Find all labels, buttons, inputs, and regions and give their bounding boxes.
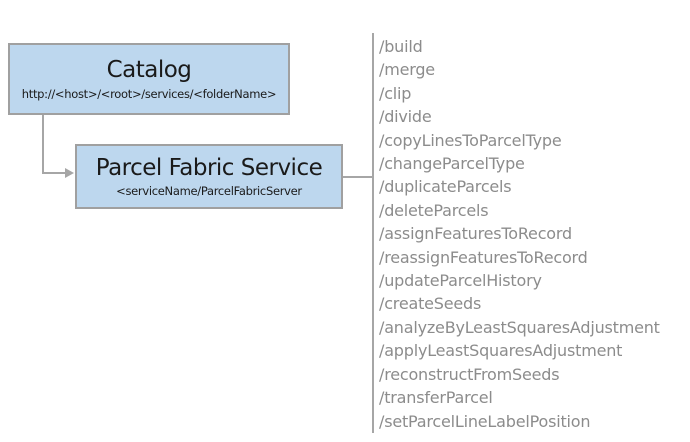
endpoint-item: /build [379,37,423,56]
endpoint-item: /reassignFeaturesToRecord [379,247,588,267]
catalog-connector-horizontal-line [42,172,66,174]
catalog-title: Catalog [106,57,192,84]
endpoint-item: /setParcelLineLabelPosition [379,411,591,431]
endpoints-list: /build/merge/clip/divide/copyLinesToParc… [379,35,684,433]
catalog-node: Catalog http://<host>/<root>/services/<f… [8,43,290,115]
endpoint-item: /clip [379,83,412,103]
connector-arrowhead-icon [65,168,74,178]
endpoint-item: /applyLeastSquaresAdjustment [379,341,623,361]
endpoint-item: /reconstructFromSeeds [379,364,560,384]
endpoint-item: /divide [379,107,432,127]
service-title: Parcel Fabric Service [95,154,323,181]
endpoint-item: /merge [379,60,435,80]
endpoint-item: /transferParcel [379,388,493,408]
parcel-fabric-service-node: Parcel Fabric Service <serviceName/Parce… [75,144,343,209]
endpoint-item: /changeParcelType [379,154,525,174]
catalog-url-pattern: http://<host>/<root>/services/<folderNam… [21,86,277,101]
endpoint-item: /createSeeds [379,294,482,314]
service-url-pattern: <serviceName/ParcelFabricServer [116,184,302,199]
endpoint-item: /deleteParcels [379,200,489,220]
endpoints-divider-line [372,33,374,433]
endpoint-item: /analyzeByLeastSquaresAdjustment [379,317,660,337]
endpoint-item: /duplicateParcels [379,177,512,197]
endpoint-item: /updateParcelHistory [379,271,542,291]
catalog-connector-vertical-line [42,115,44,174]
endpoint-item: /copyLinesToParcelType [379,130,562,150]
endpoint-item: /assignFeaturesToRecord [379,224,572,244]
service-to-endpoints-connector-line [343,176,372,178]
